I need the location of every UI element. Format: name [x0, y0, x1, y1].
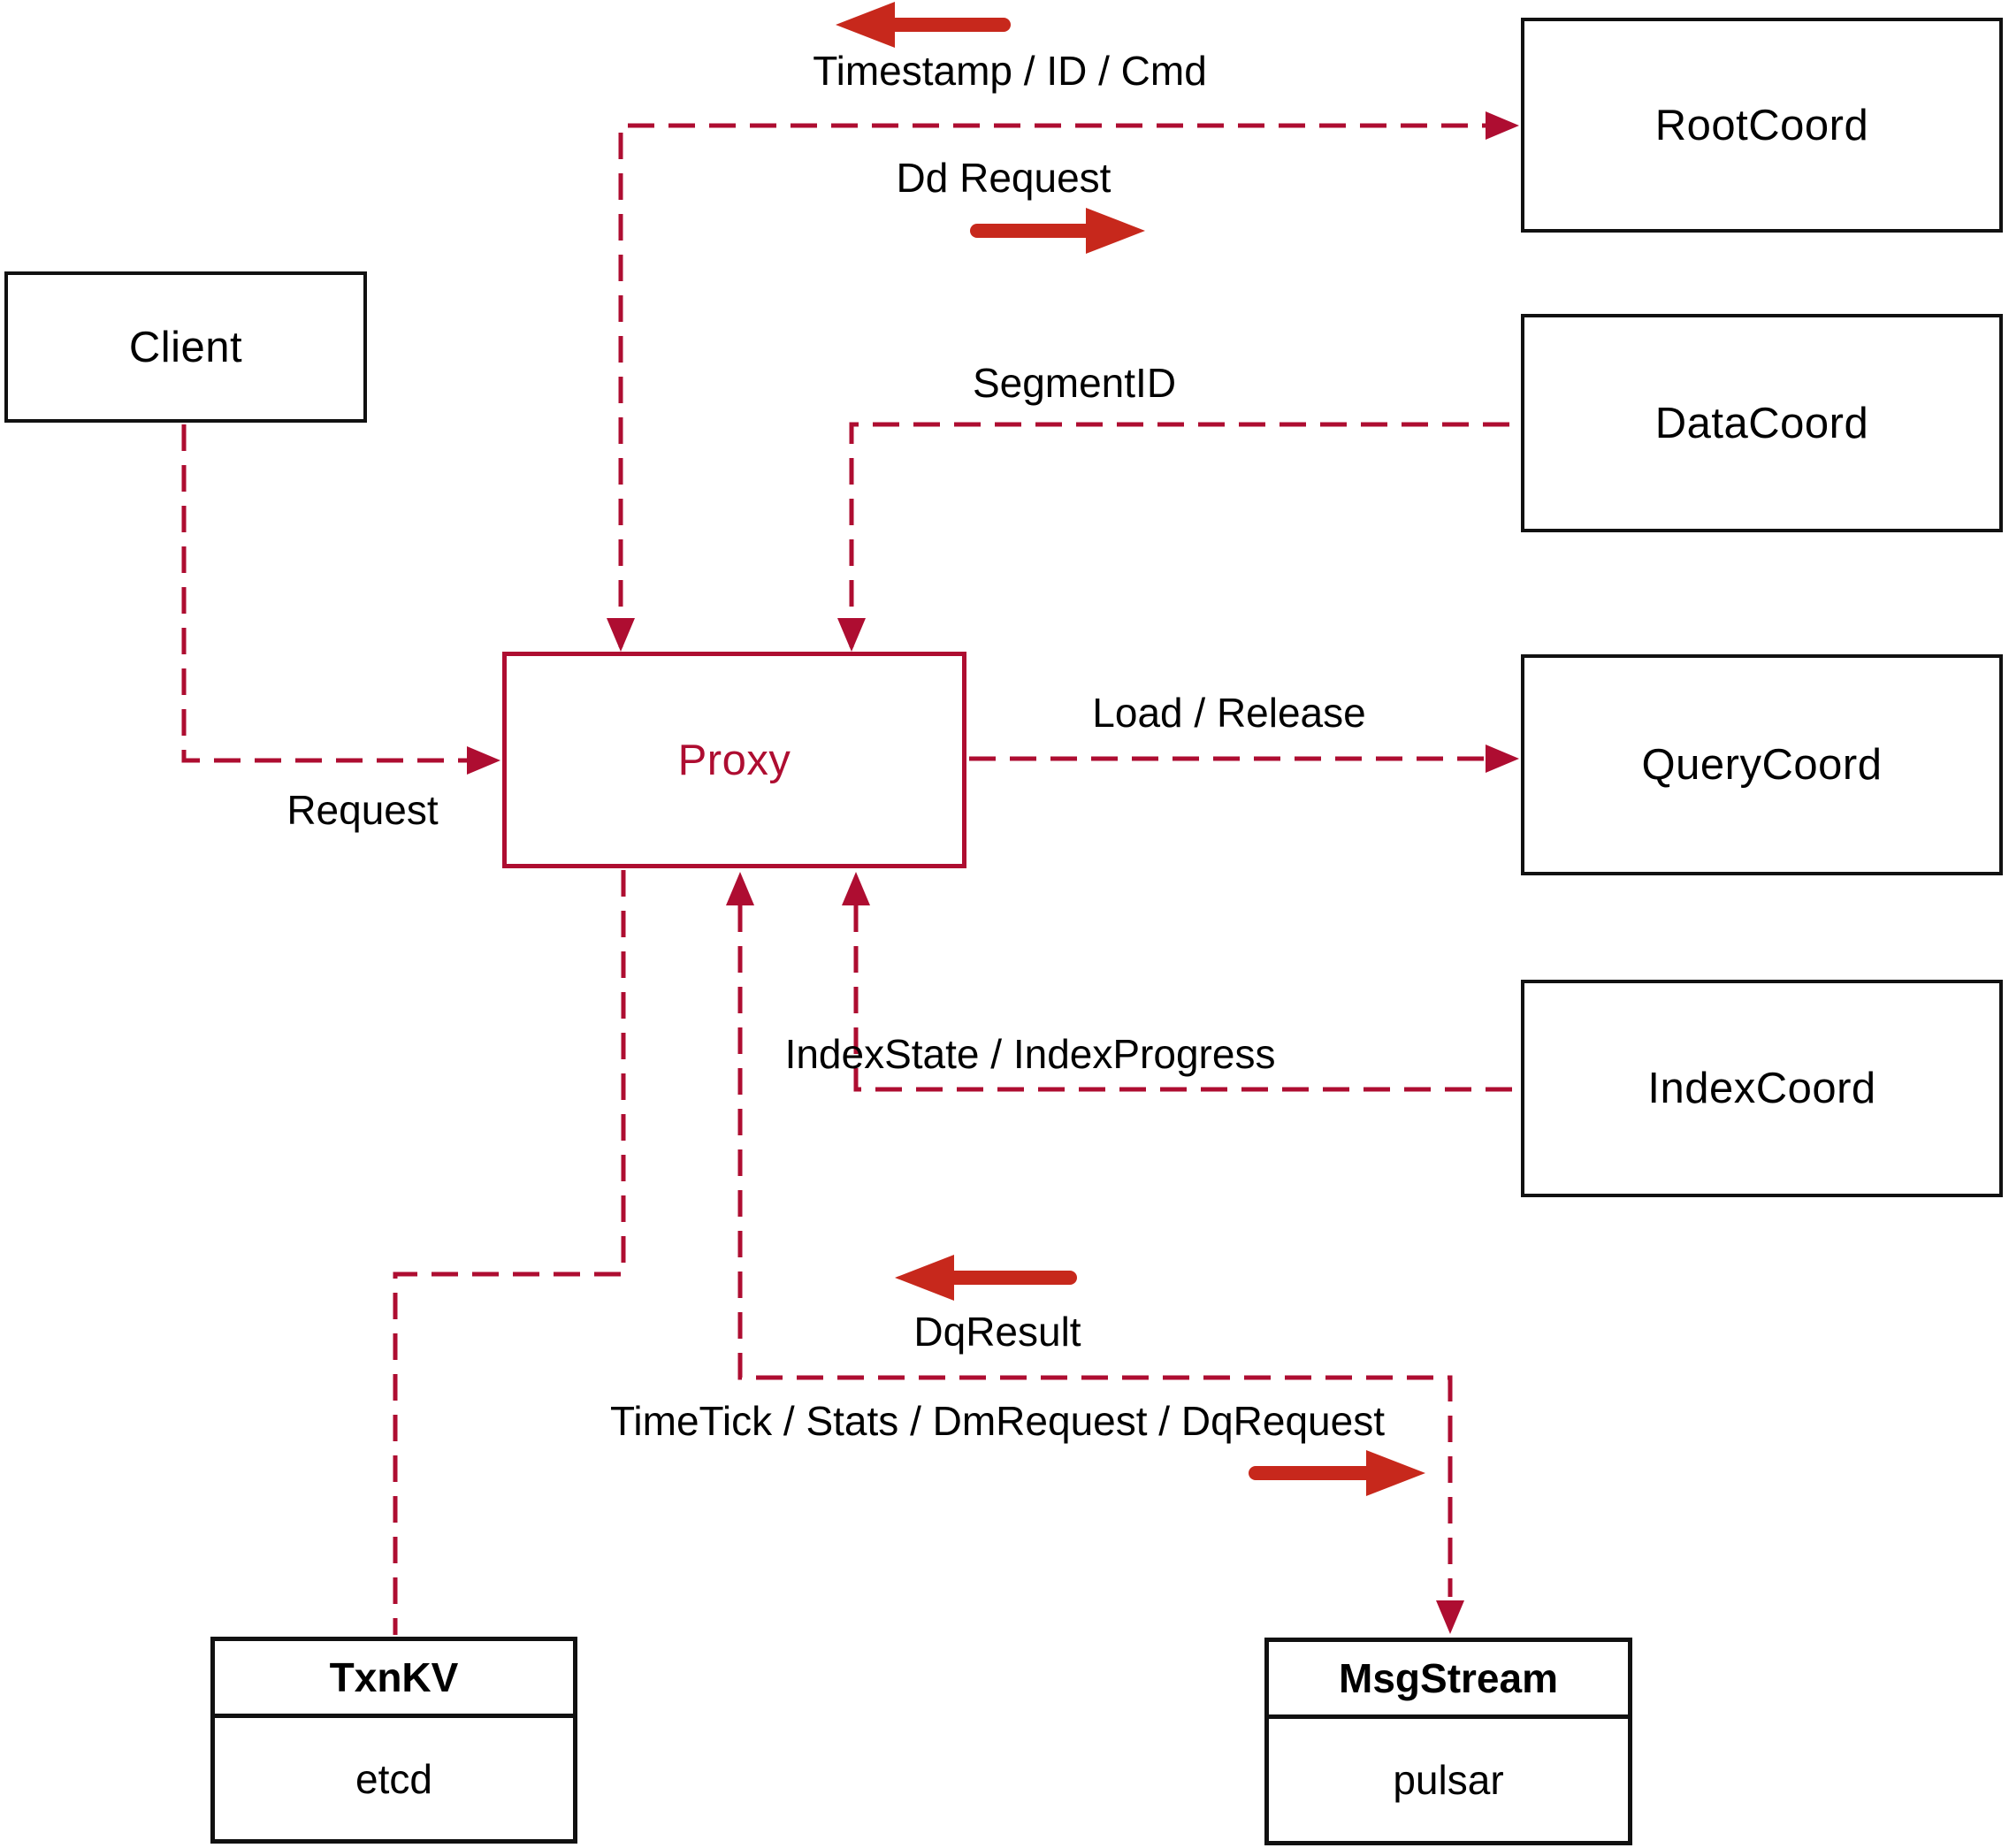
direction-arrow-left-top-head-icon	[836, 2, 895, 48]
arrowhead-right-querycoord-icon	[1486, 745, 1519, 773]
node-proxy: Proxy	[502, 652, 966, 868]
node-datacoord: DataCoord	[1521, 314, 2003, 532]
node-indexcoord: IndexCoord	[1521, 980, 2003, 1197]
arrowhead-down-msgstream-icon	[1436, 1600, 1464, 1634]
edge-label-load-release: Load / Release	[1092, 690, 1366, 736]
node-client: Client	[4, 271, 367, 423]
edge-proxy-rootcoord	[618, 123, 1514, 647]
edge-label-segment-id: SegmentID	[972, 360, 1177, 406]
node-proxy-label: Proxy	[677, 736, 791, 784]
node-rootcoord-label: RootCoord	[1654, 101, 1869, 149]
node-client-label: Client	[128, 323, 243, 371]
node-msgstream: MsgStream pulsar	[1264, 1638, 1632, 1845]
node-txnkv-title: TxnKV	[215, 1641, 573, 1718]
edge-label-request: Request	[286, 787, 439, 833]
edge-label-timestamp-id-cmd: Timestamp / ID / Cmd	[813, 48, 1207, 94]
direction-arrow-right-timetick-head-icon	[1366, 1450, 1425, 1496]
node-querycoord: QueryCoord	[1521, 654, 2003, 875]
edge-proxy-txnkv	[393, 870, 626, 1635]
edge-proxy-msgstream	[737, 905, 1453, 1597]
arrowhead-down-proxy-top-right-icon	[837, 618, 866, 652]
node-rootcoord: RootCoord	[1521, 18, 2003, 233]
arrowhead-up-proxy-bottom-mid-icon	[726, 872, 754, 905]
node-txnkv-body: etcd	[355, 1755, 432, 1802]
direction-arrow-left-dqresult-head-icon	[895, 1255, 954, 1301]
node-msgstream-body: pulsar	[1393, 1757, 1504, 1803]
node-txnkv: TxnKV etcd	[210, 1637, 577, 1844]
node-indexcoord-label: IndexCoord	[1647, 1065, 1876, 1112]
edge-datacoord-proxy	[849, 422, 1523, 647]
edge-label-dd-request: Dd Request	[896, 155, 1111, 201]
edge-label-dq-result: DqResult	[913, 1309, 1081, 1355]
arrowhead-up-proxy-bottom-right-icon	[842, 872, 870, 905]
direction-arrow-right-ddrequest-head-icon	[1086, 208, 1145, 254]
arrowhead-right-rootcoord-icon	[1486, 111, 1519, 140]
edge-indexcoord-proxy	[853, 905, 1523, 1092]
edge-client-proxy	[181, 424, 495, 763]
edge-label-index-state: IndexState / IndexProgress	[784, 1031, 1276, 1077]
edge-label-timetick: TimeTick / Stats / DmRequest / DqRequest	[610, 1398, 1385, 1444]
arrowhead-down-proxy-top-left-icon	[607, 618, 635, 652]
arrowhead-right-proxy-left-icon	[467, 746, 500, 775]
node-msgstream-title: MsgStream	[1269, 1642, 1628, 1719]
node-querycoord-label: QueryCoord	[1641, 741, 1883, 789]
node-datacoord-label: DataCoord	[1654, 399, 1869, 447]
